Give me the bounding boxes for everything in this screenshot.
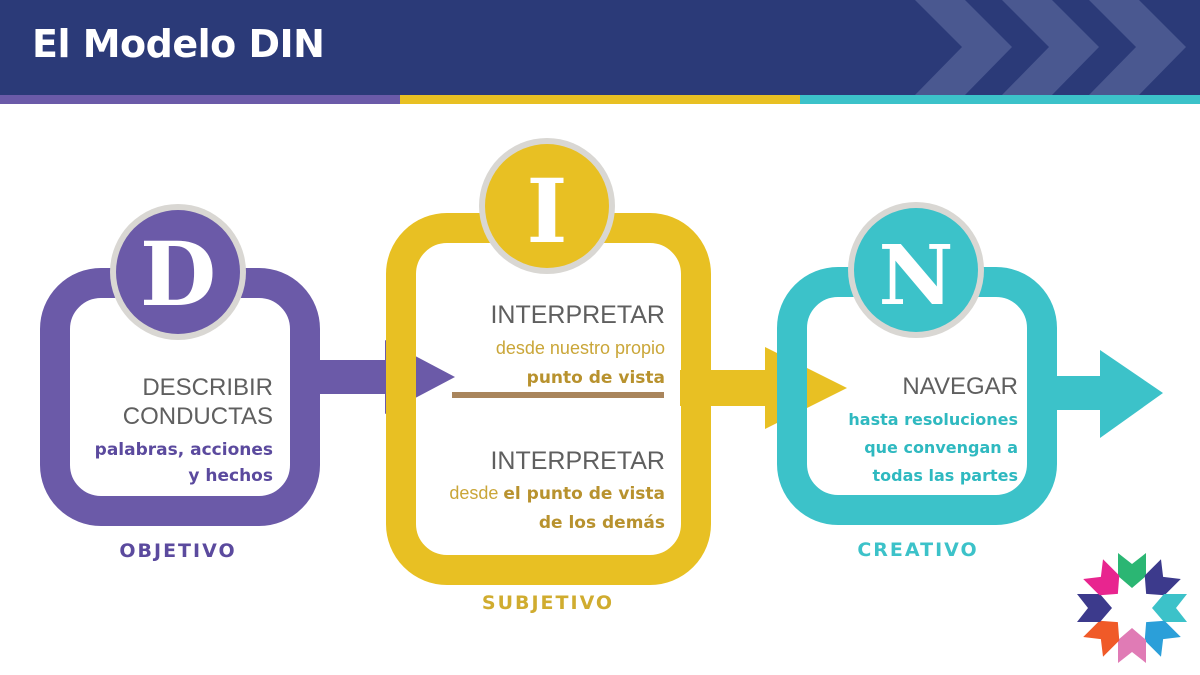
- n-desc-line3: todas las partes: [872, 466, 1018, 485]
- chevrons-decoration: [915, 0, 1186, 95]
- page-title: El Modelo DIN: [32, 22, 325, 66]
- i-bottom-desc-line1: desde el punto de vista: [449, 483, 665, 504]
- n-desc-line1: hasta resoluciones: [848, 410, 1018, 429]
- i-bottom-desc-line2: de los demás: [539, 513, 665, 533]
- d-title-line2: CONDUCTAS: [123, 403, 273, 430]
- i-category: SUBJETIVO: [482, 592, 614, 614]
- din-diagram: D DESCRIBIR CONDUCTAS palabras, acciones…: [40, 138, 1163, 614]
- n-letter: N: [879, 228, 954, 324]
- stripe-purple: [0, 95, 400, 104]
- i-top-desc-line2: punto de vista: [527, 368, 665, 388]
- d-title-line1: DESCRIBIR: [142, 374, 273, 401]
- n-arrow-head: [1100, 350, 1163, 438]
- n-step: N NAVEGAR hasta resoluciones que conveng…: [777, 202, 1163, 561]
- i-top-title: INTERPRETAR: [490, 301, 665, 329]
- d-desc-line2: y hechos: [188, 466, 273, 486]
- brand-logo-icon: [1077, 553, 1187, 663]
- i-top-desc-line1: desde nuestro propio: [496, 338, 665, 358]
- i-letter: I: [526, 159, 567, 263]
- stripe-yellow: [400, 95, 800, 104]
- n-desc-line2: que convengan a: [864, 438, 1018, 457]
- header-bar: El Modelo DIN: [0, 0, 1200, 95]
- n-title: NAVEGAR: [902, 373, 1018, 400]
- stripe-teal: [800, 95, 1200, 104]
- i-bottom-title: INTERPRETAR: [490, 447, 665, 475]
- n-category: CREATIVO: [857, 539, 978, 561]
- d-desc-line1: palabras, acciones: [95, 440, 273, 460]
- d-category: OBJETIVO: [119, 540, 236, 562]
- d-letter: D: [140, 222, 216, 326]
